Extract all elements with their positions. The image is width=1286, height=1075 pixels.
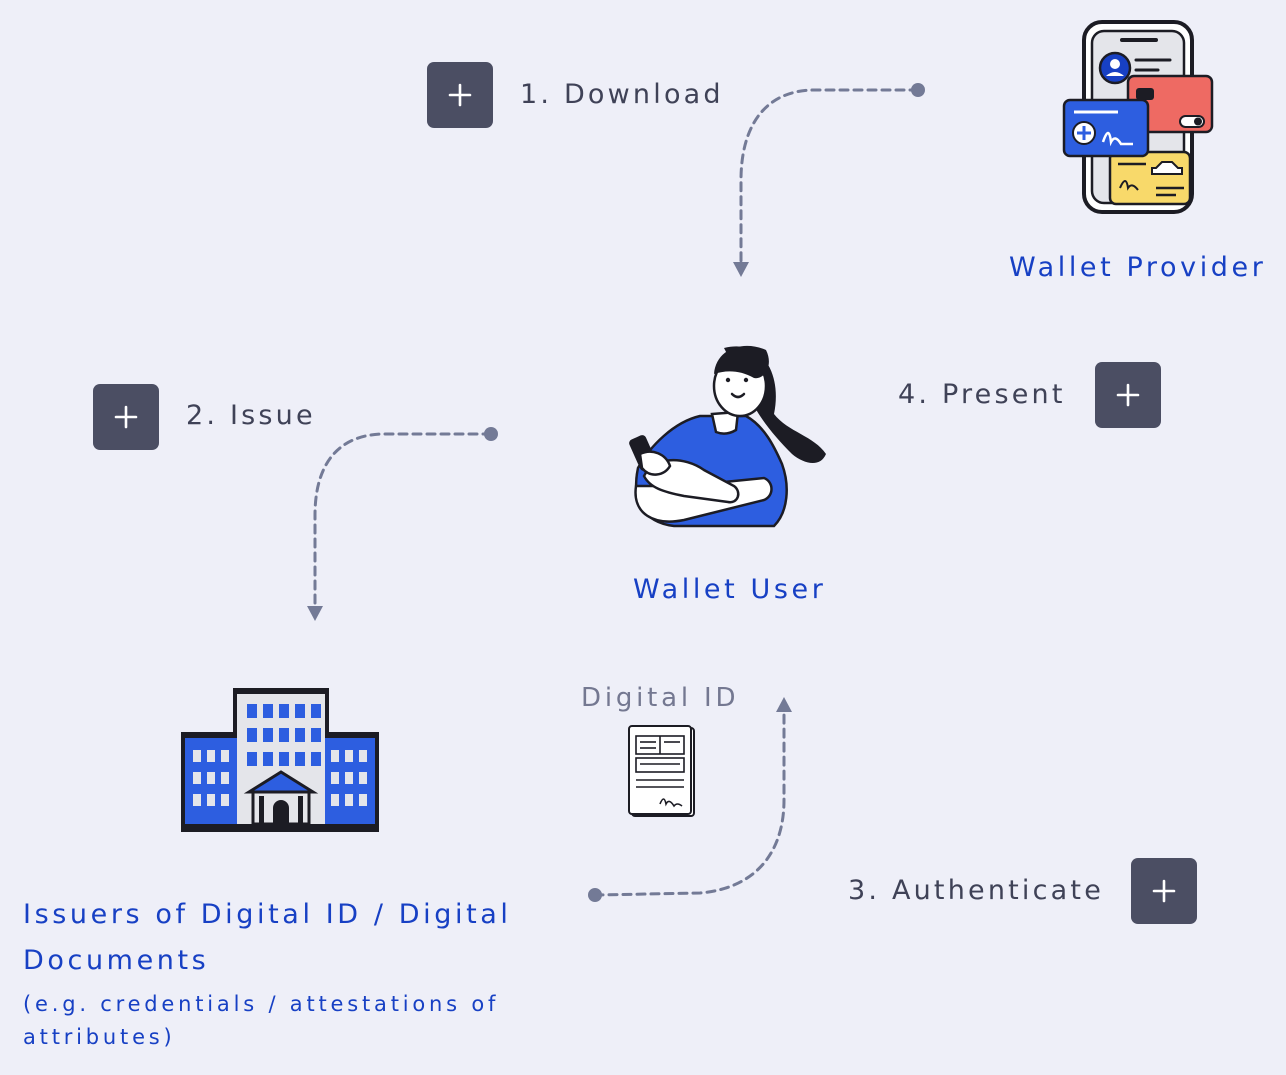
issue-plus-button[interactable] (93, 384, 159, 450)
download-plus-button[interactable] (427, 62, 493, 128)
download-connector (739, 88, 920, 264)
digital-id-label: Digital ID (581, 683, 740, 713)
download-arrowhead (733, 262, 749, 277)
download-connector-dot (911, 83, 925, 97)
plus-icon (114, 405, 138, 429)
authenticate-connector-dot (588, 888, 602, 902)
present-plus-button[interactable] (1095, 362, 1161, 428)
government-building-icon (181, 688, 379, 832)
step-present-label: 4. Present (898, 379, 1066, 410)
authenticate-arrowhead (776, 697, 792, 712)
document-icon (628, 725, 695, 817)
step-authenticate-label: 3. Authenticate (848, 875, 1105, 906)
issuer-subtitle: (e.g. credentials / attestations of attr… (23, 992, 500, 1049)
wallet-provider-label: Wallet Provider (1009, 252, 1267, 283)
issue-connector-dot (484, 427, 498, 441)
issue-arrowhead (307, 606, 323, 621)
authenticate-connector (593, 710, 786, 897)
step-download-label: 1. Download (520, 79, 724, 110)
phone-wallet-icon (1062, 20, 1214, 214)
step-issue-label: 2. Issue (186, 400, 316, 431)
plus-icon (448, 83, 472, 107)
plus-icon (1116, 383, 1140, 407)
plus-icon (1152, 879, 1176, 903)
wallet-user-label: Wallet User (633, 574, 827, 605)
authenticate-plus-button[interactable] (1131, 858, 1197, 924)
issue-connector (313, 432, 493, 608)
woman-with-phone-icon (629, 345, 826, 528)
issuer-title: Issuers of Digital ID / Digital Document… (23, 899, 512, 976)
